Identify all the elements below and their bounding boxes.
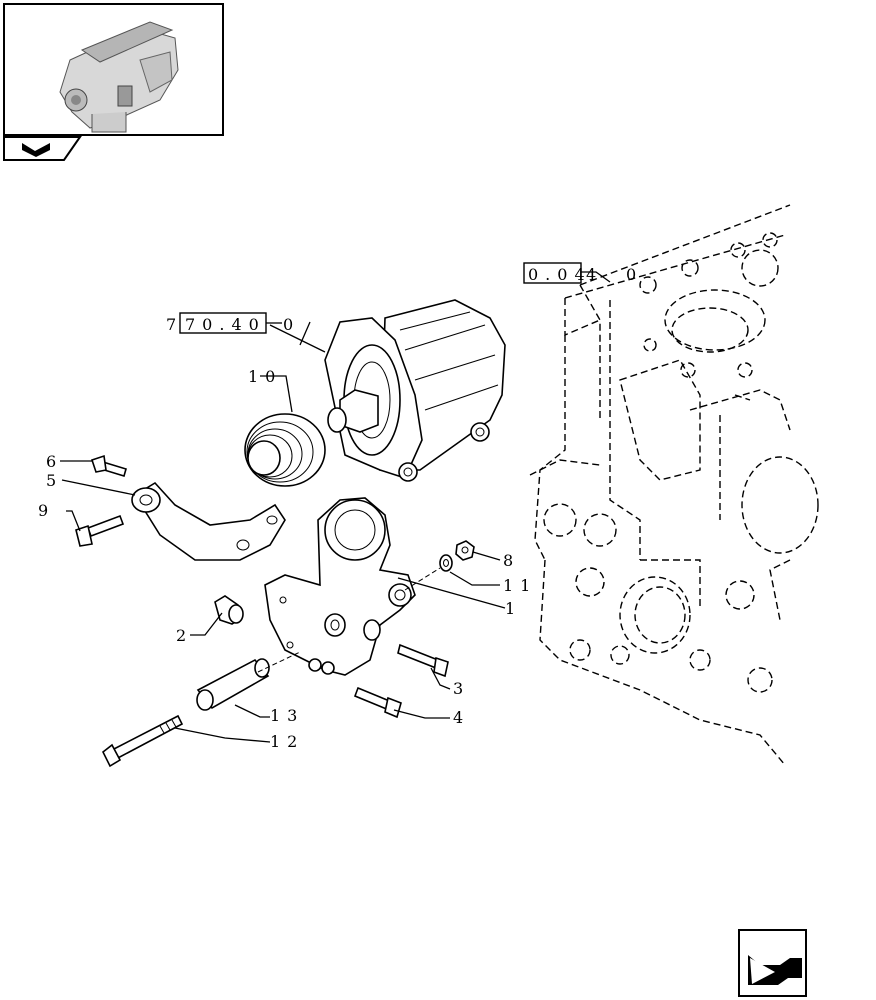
callout-8: 8	[503, 551, 520, 570]
alternator	[324, 299, 506, 482]
bolt-10	[75, 514, 125, 547]
callout-3: 3	[453, 679, 470, 698]
callout-4: 4	[453, 708, 470, 727]
nav-arrow-icon[interactable]	[3, 136, 82, 161]
sleeve	[196, 658, 270, 711]
engine-block-outline	[529, 204, 819, 766]
callout-1: 1	[505, 599, 522, 618]
ref-alternator-suffix: 0	[283, 315, 300, 334]
callout-10: 9	[38, 501, 55, 520]
pulley	[244, 413, 326, 487]
reference-box-block[interactable]: 0.04 4 0	[523, 262, 643, 284]
callout-12: 11	[503, 576, 537, 595]
callout-9: 12	[270, 732, 304, 751]
callout-2: 2	[176, 626, 193, 645]
callout-5: 5	[46, 471, 63, 490]
callout-6: 6	[46, 452, 63, 471]
mounting-bracket	[264, 497, 416, 676]
callout-13: 13	[270, 706, 304, 725]
engine-thumbnail-icon[interactable]	[3, 3, 224, 136]
reference-box-alternator[interactable]: 7 70.40 0	[166, 312, 300, 334]
next-page-arrow-icon[interactable]	[738, 929, 807, 997]
ref-alternator-text: 70.40	[185, 315, 266, 334]
bolt-4	[353, 686, 402, 719]
ref-prefix-7: 7	[166, 315, 183, 334]
bolt-9	[101, 714, 184, 768]
callouts: 10 6 5 9 2 8 11 1 3 4 13 12	[38, 367, 537, 751]
adjusting-arm	[131, 481, 286, 561]
leader-lines	[60, 271, 611, 743]
washer-12	[439, 554, 453, 572]
ref-block-4: 4	[586, 265, 603, 284]
bolt-6	[90, 454, 127, 478]
ref-block-suffix: 0	[626, 265, 643, 284]
ref-block-text: 0.04	[528, 265, 592, 284]
spacer	[214, 595, 244, 625]
bolt-3	[397, 643, 449, 678]
alignment-line	[404, 567, 441, 591]
callout-11: 10	[248, 367, 282, 386]
nut-8	[455, 540, 475, 561]
